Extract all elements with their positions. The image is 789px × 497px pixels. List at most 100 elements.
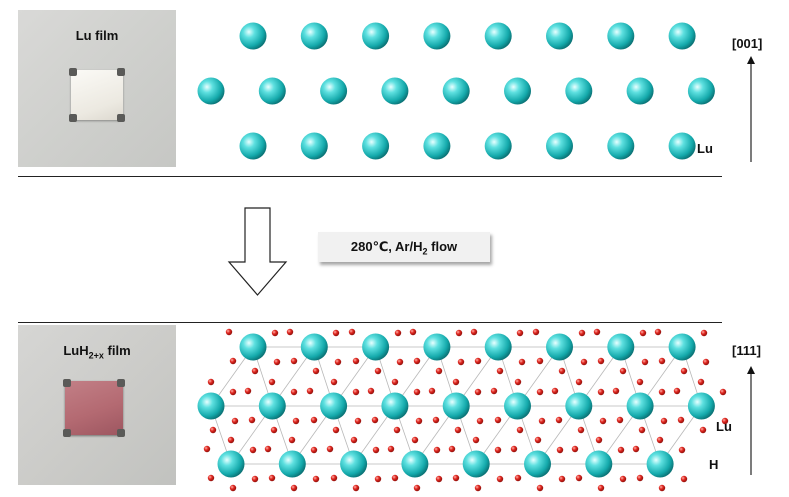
process-condition-text: 280℃, Ar/H <box>350 239 423 254</box>
lu-atom <box>484 333 512 361</box>
h-atom <box>248 416 256 424</box>
h-atom <box>619 367 627 375</box>
h-atom <box>413 357 421 365</box>
process-down-arrow <box>227 207 288 296</box>
h-atom <box>452 378 460 386</box>
h-atom <box>510 445 518 453</box>
h-atom <box>719 388 727 396</box>
lu-atom <box>300 22 328 50</box>
h-atom <box>577 426 585 434</box>
lu-atom <box>626 392 654 420</box>
lu-atom <box>687 392 715 420</box>
h-atom <box>597 388 605 396</box>
h-atom <box>330 378 338 386</box>
h-atom <box>555 416 563 424</box>
h-atom <box>619 475 627 483</box>
h-atom <box>571 445 579 453</box>
h-atom <box>229 388 237 396</box>
h-atom <box>654 328 662 336</box>
h-atom <box>326 445 334 453</box>
h-atom <box>536 388 544 396</box>
h-atom <box>680 475 688 483</box>
h-atom <box>490 387 498 395</box>
hydrogen-atoms <box>203 328 729 492</box>
h-atom <box>270 426 278 434</box>
h-atom <box>476 417 484 425</box>
lu-atom <box>381 77 409 105</box>
lu-atom <box>585 450 613 478</box>
lu-atom <box>197 77 225 105</box>
h-atom <box>229 484 237 492</box>
h-atom <box>227 436 235 444</box>
lu-atom <box>546 132 573 160</box>
lu-atom <box>668 22 696 50</box>
h-atom <box>597 357 605 365</box>
process-condition-suffix: flow <box>427 239 458 254</box>
h-atom <box>536 357 544 365</box>
h-atom <box>394 329 402 337</box>
h-atom <box>514 474 522 482</box>
h-atom <box>474 388 482 396</box>
h-atom <box>264 445 272 453</box>
lu-atom <box>607 22 635 50</box>
h-atom <box>306 387 314 395</box>
lu-atom <box>278 450 306 478</box>
h-atom <box>617 446 625 454</box>
lu-atom <box>565 392 593 420</box>
lu-atom <box>504 392 531 420</box>
h-atom <box>290 357 298 365</box>
lu-atom <box>362 333 390 361</box>
h-atom <box>268 474 276 482</box>
h-atom <box>391 474 399 482</box>
lu-film-sample <box>69 68 125 122</box>
lu-atom-label-top: Lu <box>697 141 713 156</box>
h-atom <box>599 417 607 425</box>
h-atom <box>352 388 360 396</box>
lu-atom <box>442 77 470 105</box>
h-atom <box>494 446 502 454</box>
h-atom <box>636 474 644 482</box>
sample-clip <box>117 429 125 437</box>
h-atom <box>330 474 338 482</box>
h-atom <box>455 329 463 337</box>
lu-atom <box>217 450 245 478</box>
lu-atom <box>423 333 451 361</box>
h-atom <box>334 358 342 366</box>
h-atom <box>207 474 215 482</box>
h-atom <box>593 328 601 336</box>
bottom-baseline <box>18 322 722 323</box>
h-atom <box>597 484 605 492</box>
h-atom <box>639 329 647 337</box>
lu-atom-label-bottom: Lu <box>716 419 732 434</box>
h-atom <box>332 329 340 337</box>
h-atom <box>496 475 504 483</box>
h-atom <box>393 426 401 434</box>
lu-film-label: Lu film <box>75 28 119 43</box>
h-atom <box>409 328 417 336</box>
h-atom <box>231 417 239 425</box>
h-atom <box>271 329 279 337</box>
h-atom <box>354 417 362 425</box>
lu-atom <box>607 132 635 160</box>
h-atom <box>680 367 688 375</box>
lu-atom <box>320 392 348 420</box>
lu-atom <box>607 333 635 361</box>
h-atom <box>428 387 436 395</box>
h-atom <box>556 446 564 454</box>
h-atom <box>350 436 358 444</box>
h-atom <box>452 474 460 482</box>
h-atom <box>658 484 666 492</box>
sample-clip <box>117 114 125 122</box>
h-atom <box>348 328 356 336</box>
lu-atom <box>687 77 715 105</box>
luh-film-photo: LuH2+x film <box>18 325 176 485</box>
lu-atom <box>565 77 593 105</box>
lu-atom <box>462 450 490 478</box>
h-atom <box>474 484 482 492</box>
h-atom <box>532 328 540 336</box>
h-atom <box>391 378 399 386</box>
h-atom <box>290 388 298 396</box>
h-atom <box>534 436 542 444</box>
h-atom <box>721 417 729 425</box>
luh-film-sample <box>63 379 125 437</box>
